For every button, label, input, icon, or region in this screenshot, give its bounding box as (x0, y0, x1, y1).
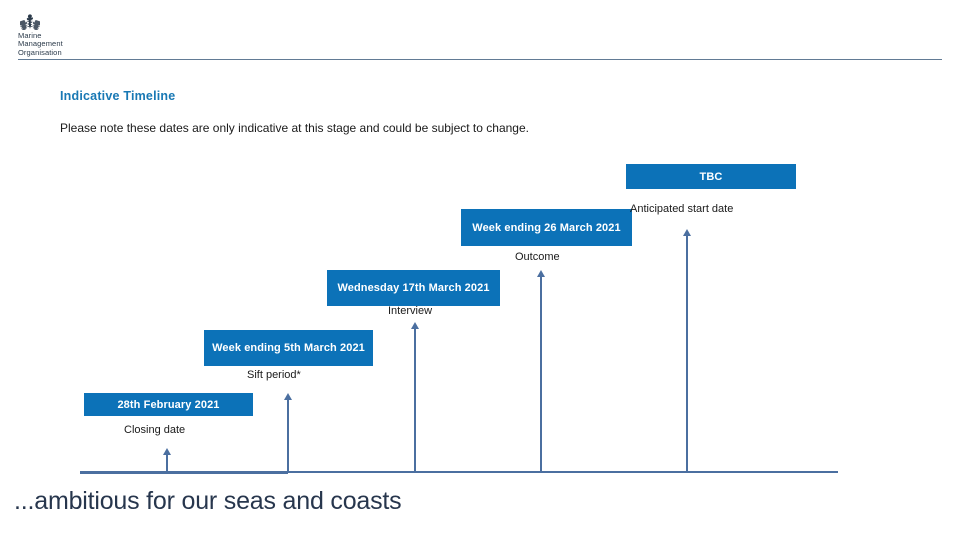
timeline-axis-right (288, 471, 838, 473)
milestone-caption: Outcome (515, 251, 560, 263)
timeline-stem (686, 235, 688, 472)
timeline-arrow-head-icon (537, 270, 545, 277)
milestone-date-box[interactable]: TBC (626, 164, 796, 189)
milestone-date-box[interactable]: 28th February 2021 (84, 393, 253, 416)
milestone-date-box[interactable]: Week ending 5th March 2021 (204, 330, 373, 366)
timeline-axis-left (80, 471, 288, 474)
milestone-caption: Sift period* (247, 369, 301, 381)
timeline-arrow-head-icon (411, 322, 419, 329)
milestone-caption: Interview (388, 305, 433, 317)
logo-line-1: Marine (18, 31, 42, 40)
timeline-stem (166, 454, 168, 472)
page-title: Indicative Timeline (60, 89, 176, 103)
milestone-date-box[interactable]: Wednesday 17th March 2021 (327, 270, 500, 306)
timeline-arrow-head-icon (163, 448, 171, 455)
header-divider (18, 59, 942, 60)
footer-tagline: ...ambitious for our seas and coasts (14, 487, 402, 515)
page-subtitle: Please note these dates are only indicat… (60, 121, 529, 135)
logo-line-3: Organisation (18, 47, 62, 57)
milestone-caption: Anticipated start date (630, 203, 734, 215)
royal-crest-icon (20, 14, 40, 30)
milestone-caption: Closing date (124, 424, 186, 436)
logo-line-2: Management (18, 39, 63, 49)
timeline-stem (287, 399, 289, 472)
timeline-stem (540, 276, 542, 472)
timeline-arrow-head-icon (683, 229, 691, 236)
milestone-date-box[interactable]: Week ending 26 March 2021 (461, 209, 632, 246)
timeline-stem (414, 328, 416, 472)
timeline-arrow-head-icon (284, 393, 292, 400)
mmo-logo: Marine Management Organisation (18, 14, 138, 57)
